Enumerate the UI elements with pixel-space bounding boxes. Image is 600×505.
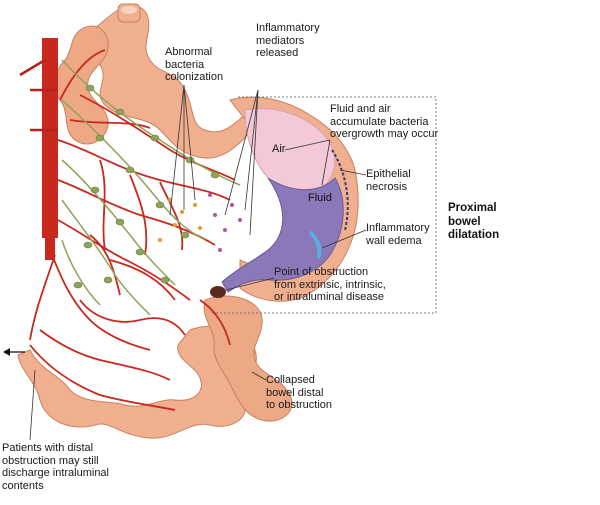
label-inflammatory-edema: Inflammatory wall edema (366, 222, 430, 247)
discharge-arrow (3, 348, 25, 356)
label-inflammatory-mediators: Inflammatory mediators released (256, 22, 320, 59)
label-proximal-dilatation: Proximal bowel dilatation (448, 202, 500, 241)
label-air: Air (272, 143, 286, 155)
obstruction-point (210, 286, 226, 298)
lymph-nodes (73, 84, 220, 289)
label-abnormal-bacteria: Abnormal bacteria colonization (165, 46, 224, 83)
label-distal-discharge: Patients with distal obstruction may sti… (2, 442, 109, 492)
dilatation-bracket (212, 96, 437, 314)
label-epithelial-necrosis: Epithelial necrosis (366, 168, 411, 193)
dilated-proximal-bowel (221, 96, 359, 302)
bacteria-mediators (158, 193, 242, 252)
mesenteric-artery (19, 38, 58, 260)
label-fluid: Fluid (308, 192, 332, 204)
leader-lines (29, 84, 367, 441)
collapsed-distal-bowel (17, 295, 293, 439)
label-fluid-air: Fluid and air accumulate bacteria overgr… (330, 103, 439, 140)
label-collapsed-bowel: Collapsed bowel distal to obstruction (266, 374, 333, 411)
label-point-of-obstruction: Point of obstruction from extrinsic, int… (274, 266, 386, 303)
